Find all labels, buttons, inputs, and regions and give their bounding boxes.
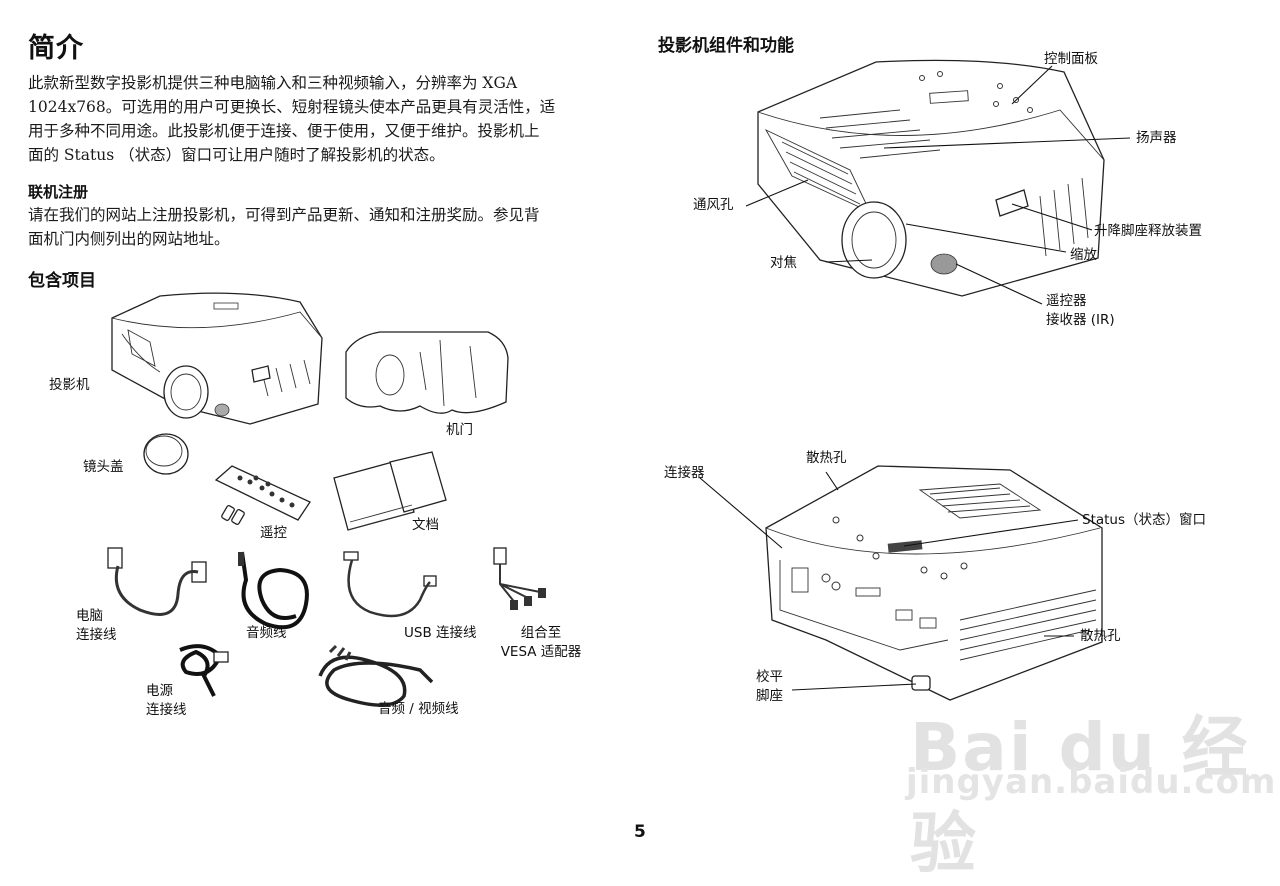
label-computer-cable: 电脑 连接线: [76, 608, 117, 643]
included-items-drawing: [107, 292, 546, 707]
label-exhaust-side: 散热孔: [1080, 628, 1121, 644]
leader-ir: [955, 263, 1043, 305]
label-foot-release: 升降脚座释放装置: [1094, 223, 1202, 239]
label-door: 机门: [446, 422, 473, 438]
label-status-window: Status（状态）窗口: [1082, 512, 1207, 528]
registration-line: 面机门内侧列出的网站地址。: [28, 230, 230, 248]
registration-heading: 联机注册: [28, 183, 89, 201]
vesa-adapter-illustration: [493, 547, 546, 610]
av-cable-illustration: [318, 644, 434, 707]
intro-paragraph: 此款新型数字投影机提供三种电脑输入和三种视频输入，分辨率为 XGA 1024x7…: [28, 71, 555, 167]
label-documents: 文档: [412, 517, 439, 533]
label-usb-cable: USB 连接线: [404, 625, 477, 641]
projector-illustration: [111, 292, 323, 425]
components-heading: 投影机组件和功能: [658, 36, 794, 56]
label-zoom: 缩放: [1070, 247, 1097, 263]
included-items-heading: 包含项目: [28, 271, 96, 291]
intro-line: 1024x768。可选用的用户可更换长、短射程镜头使本产品更具有灵活性，适: [28, 98, 556, 116]
label-lens-cap: 镜头盖: [83, 459, 124, 475]
label-audio-cable: 音频线: [246, 625, 287, 641]
components-drawing: [699, 59, 1131, 701]
leader-vents: [745, 179, 809, 207]
intro-line: 用于多种不同用途。此投影机便于连接、便于使用，又便于维护。投影机上: [28, 122, 540, 140]
door-illustration: [345, 331, 509, 414]
leader-zoom: [905, 223, 1067, 253]
intro-line: 此款新型数字投影机提供三种电脑输入和三种视频输入，分辨率为 XGA: [28, 74, 518, 92]
label-exhaust-top: 散热孔: [806, 450, 847, 466]
label-vents: 通风孔: [693, 197, 734, 213]
label-power-cable: 电源 连接线: [146, 683, 187, 718]
registration-line: 请在我们的网站上注册投影机，可得到产品更新、通知和注册奖励。参见背: [28, 206, 540, 224]
label-ir-receiver: 遥控器 接收器 (IR): [1046, 293, 1115, 328]
label-remote: 遥控: [260, 525, 287, 541]
audio-cable-illustration: [238, 551, 309, 630]
label-leveling-foot: 校平 脚座: [756, 669, 783, 704]
label-av-cable: 音频 / 视频线: [378, 701, 459, 717]
front-projector-illustration: [757, 59, 1105, 297]
registration-paragraph: 请在我们的网站上注册投影机，可得到产品更新、通知和注册奖励。参见背 面机门内侧列…: [28, 203, 540, 251]
remote-illustration: [214, 465, 311, 525]
documents-illustration: [333, 451, 447, 531]
power-cable-illustration: [179, 644, 229, 697]
label-focus: 对焦: [770, 255, 797, 271]
leader-focus: [825, 259, 873, 263]
usb-cable-illustration: [343, 551, 437, 618]
label-vesa-adapter: 组合至 VESA 适配器: [500, 625, 582, 660]
leader-exhaust-top: [825, 471, 839, 491]
watermark-url: jingyan.baidu.com: [906, 762, 1277, 802]
label-connectors: 连接器: [664, 465, 705, 481]
label-control-panel: 控制面板: [1044, 51, 1098, 67]
page-number: 5: [634, 822, 646, 842]
intro-line: 面的 Status （状态）窗口可让用户随时了解投影机的状态。: [28, 146, 445, 164]
label-projector: 投影机: [49, 377, 90, 393]
computer-cable-illustration: [107, 547, 207, 616]
leader-control-panel: [1011, 65, 1053, 105]
back-projector-illustration: [765, 465, 1103, 701]
lens-cap-illustration: [143, 433, 189, 475]
leader-foot-release: [1011, 203, 1093, 231]
label-speaker: 扬声器: [1136, 130, 1177, 146]
leader-connectors: [699, 477, 783, 549]
page-title: 简介: [28, 33, 84, 64]
leader-status-window: [903, 519, 1079, 547]
leader-leveling-foot: [791, 683, 917, 691]
leader-speaker: [883, 137, 1131, 149]
